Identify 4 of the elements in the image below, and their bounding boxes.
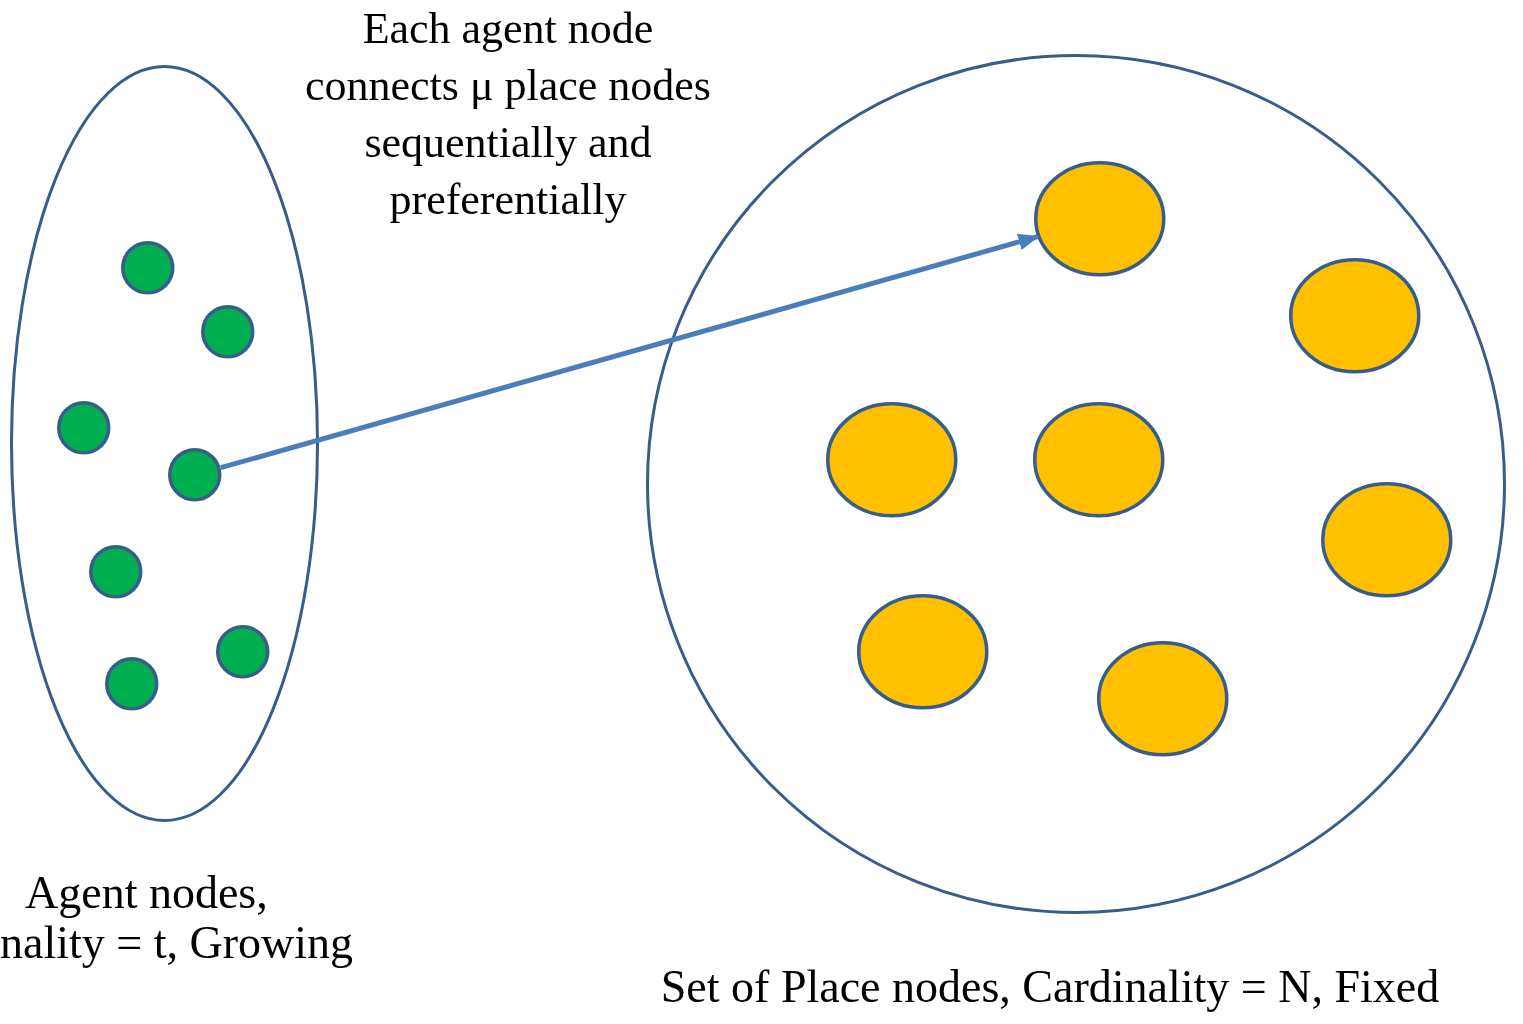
set-caption: Agent nodes, nality = t, Growing <box>0 868 355 968</box>
arrow <box>220 233 1040 471</box>
annotation-text: Each agent node connects μ place nodes sequentially and preferentially <box>304 3 712 226</box>
set-caption: Set of Place nodes, Cardinality = N, Fixed <box>659 962 1441 1012</box>
